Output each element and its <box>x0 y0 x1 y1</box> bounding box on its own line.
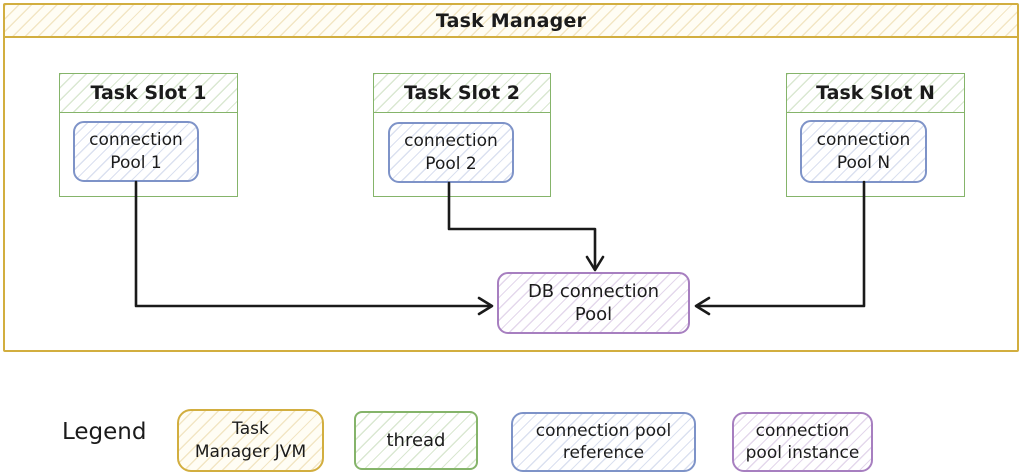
legend-thread-label: thread <box>386 429 446 451</box>
legend-jvm-label-line2: Manager JVM <box>194 441 307 462</box>
legend-item-thread: thread <box>354 411 478 470</box>
task-slot-1-header: Task Slot 1 <box>60 74 237 113</box>
connection-pool-1-node: connection Pool 1 <box>73 121 199 182</box>
connection-pool-n-label-line2: Pool N <box>836 152 891 173</box>
db-connection-pool-node: DB connection Pool <box>497 272 690 334</box>
db-pool-label-line2: Pool <box>574 304 613 325</box>
connection-pool-1-label-line2: Pool 1 <box>110 152 162 173</box>
legend-instance-label-line2: pool instance <box>745 443 860 463</box>
task-manager-title-bar: Task Manager <box>5 5 1017 38</box>
task-slot-1-label: Task Slot 1 <box>90 82 207 104</box>
connection-pool-2-node: connection Pool 2 <box>388 122 514 183</box>
legend-reference-label-line2: reference <box>562 443 645 463</box>
legend-item-connection-pool-reference: connection pool reference <box>511 412 696 472</box>
task-slot-n-header: Task Slot N <box>787 74 964 113</box>
legend-item-connection-pool-instance: connection pool instance <box>732 412 873 472</box>
connection-pool-1-label-line1: connection <box>89 129 183 150</box>
legend-instance-label-line1: connection <box>755 420 850 441</box>
connection-pool-2-label-line2: Pool 2 <box>425 153 477 174</box>
legend-jvm-label-line1: Task <box>232 419 269 440</box>
connection-pool-n-node: connection Pool N <box>800 120 927 183</box>
db-pool-label-line1: DB connection <box>527 280 660 302</box>
legend-title: Legend <box>62 419 147 445</box>
task-slot-2-label: Task Slot 2 <box>403 82 521 104</box>
legend-reference-label-line1: connection pool <box>535 420 672 441</box>
task-manager-title: Task Manager <box>435 9 587 32</box>
connection-pool-n-label-line1: connection <box>816 129 911 150</box>
task-slot-n-label: Task Slot N <box>816 82 935 104</box>
task-slot-2-header: Task Slot 2 <box>374 74 550 113</box>
connection-pool-2-label-line1: connection <box>404 130 498 151</box>
legend-item-task-manager-jvm: Task Manager JVM <box>177 409 324 472</box>
